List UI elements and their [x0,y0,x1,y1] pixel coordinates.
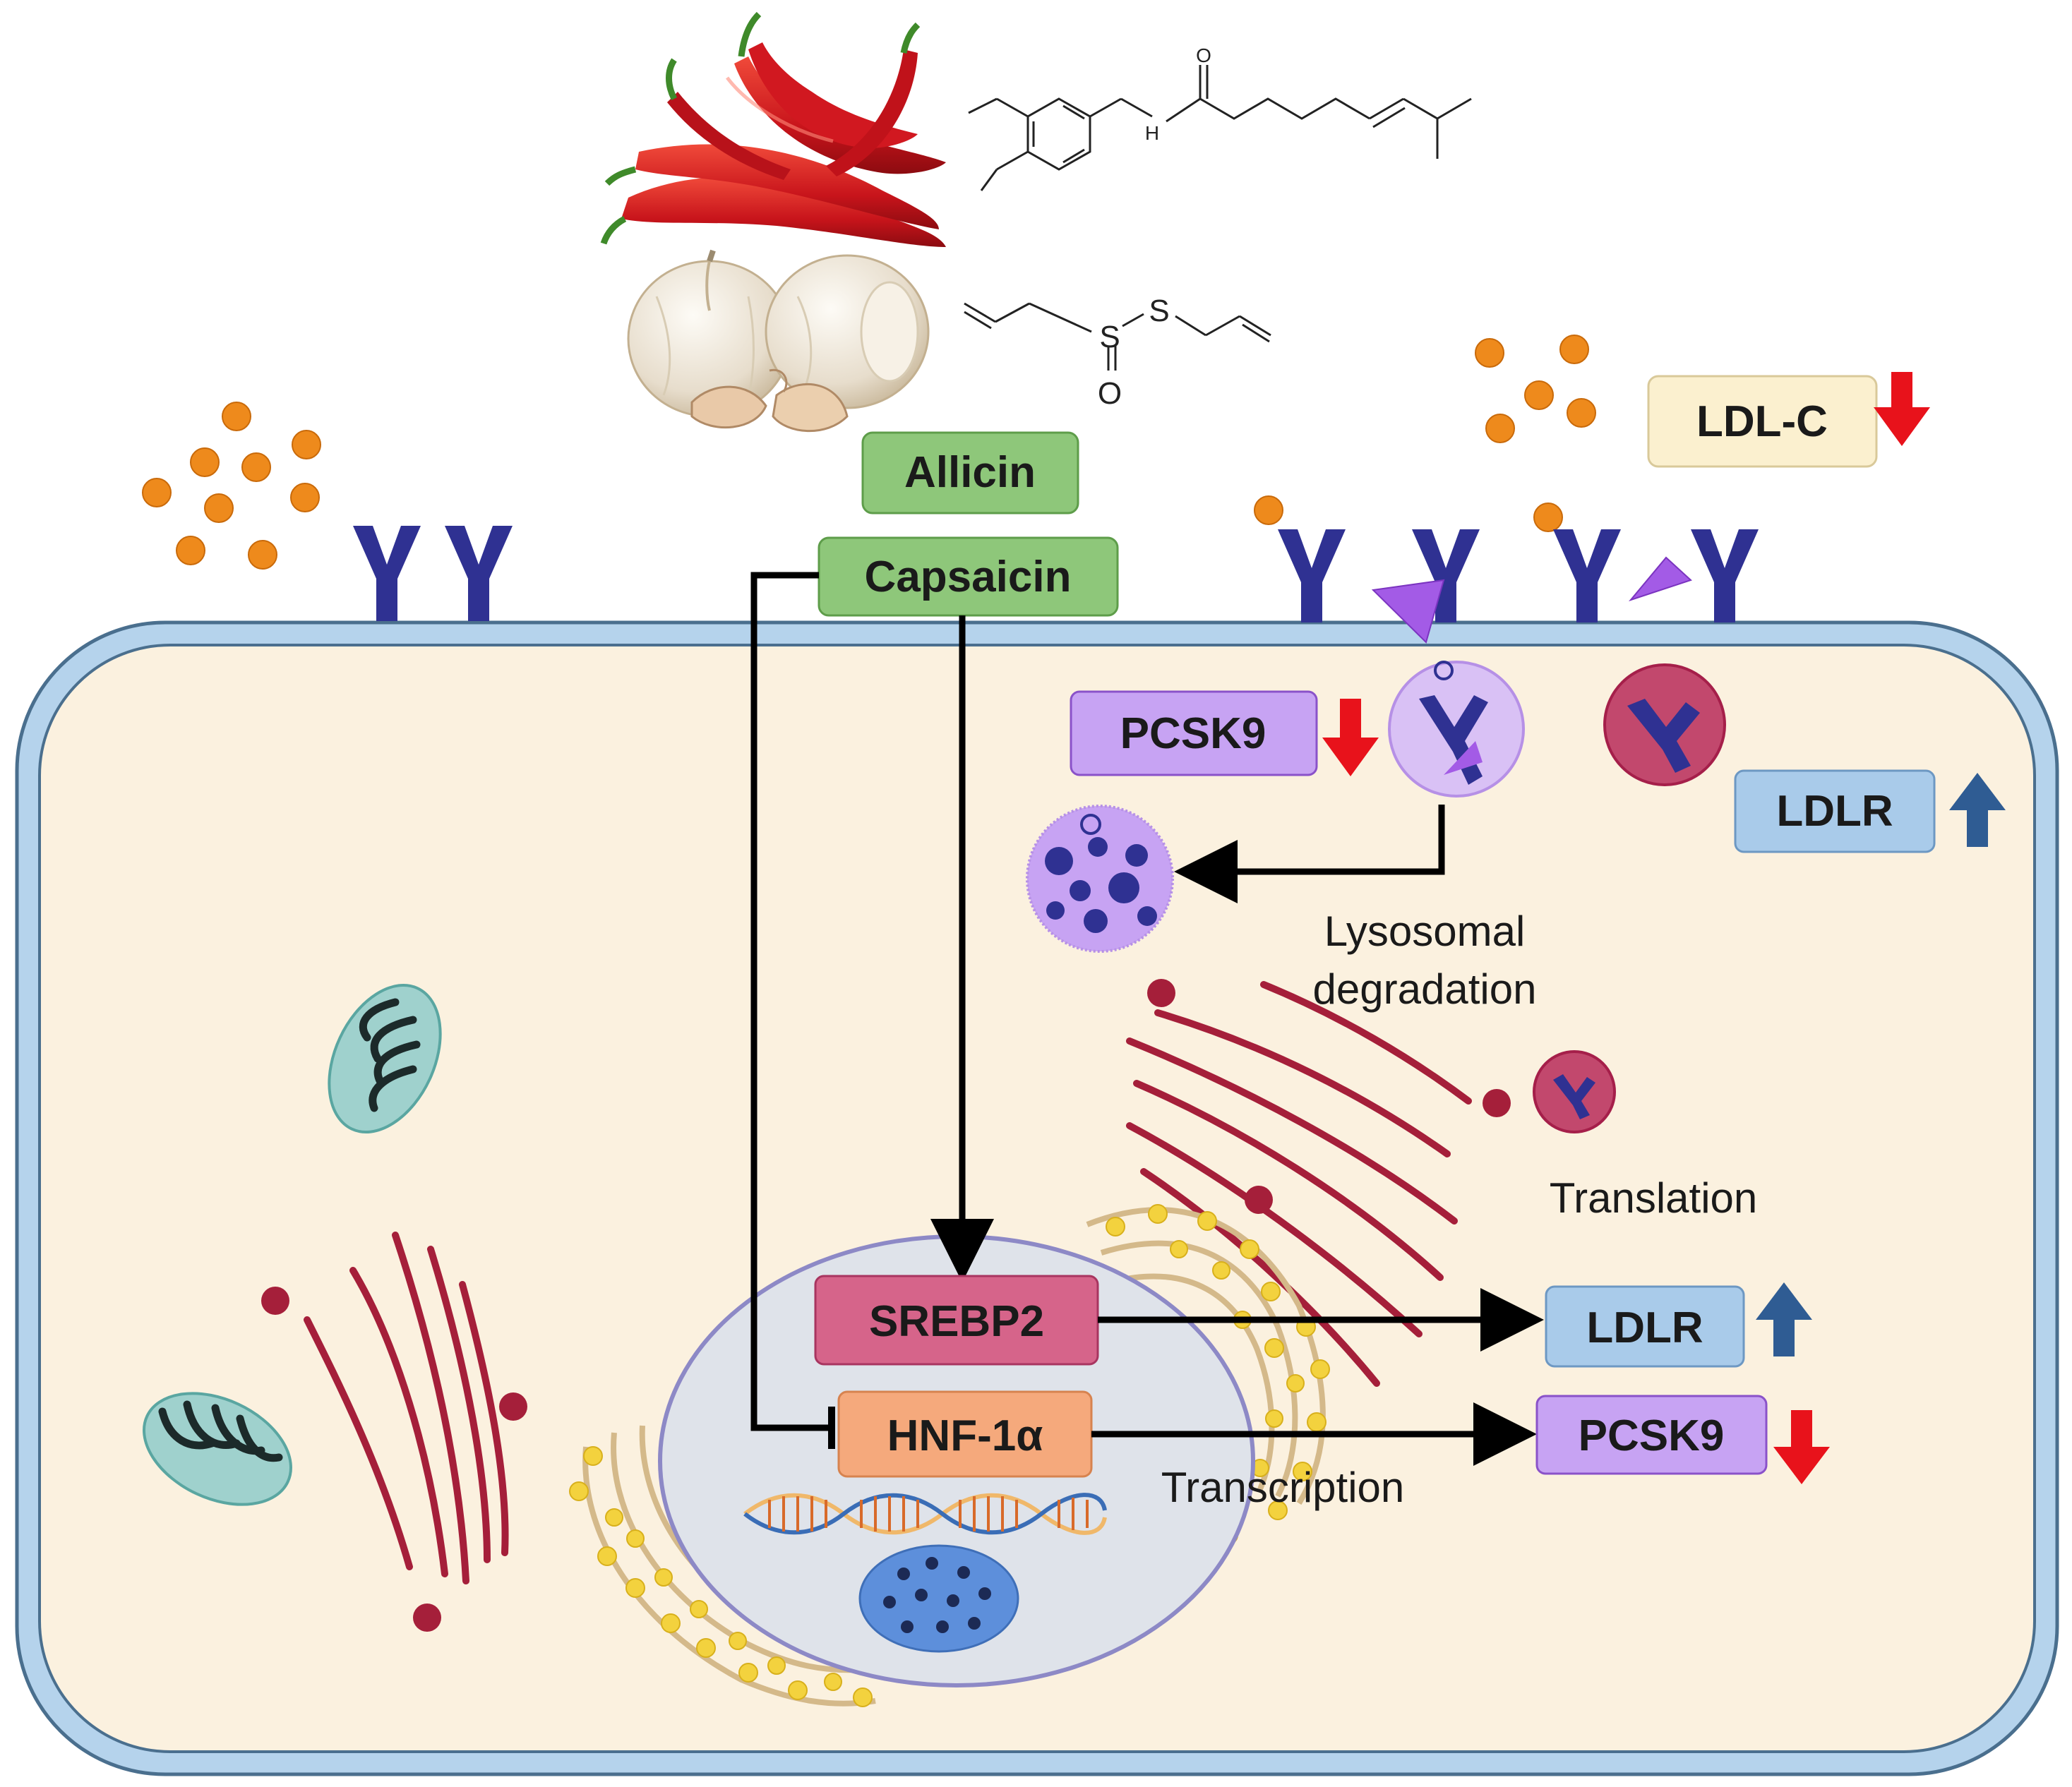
translation-label: Translation [1550,1174,1758,1222]
ldl-particle-icon [204,493,234,523]
lysosomal-label-line1: Lysosomal [1324,908,1526,955]
allicin-structure [964,302,1271,371]
ldl-particle-icon [222,402,251,431]
pcsk9-top-label: PCSK9 [1120,709,1266,758]
capsaicin-label: Capsaicin [865,553,1072,601]
ldl-receptor-y-icon [1412,529,1480,622]
red-chili-pepper-icon [600,11,946,247]
cell-cytoplasm [38,644,2036,1753]
ldl-receptor-y-icon [1553,529,1621,622]
ldl-receptor-y-icon [1553,1074,1595,1119]
capsaicin-inhibits-hnf1a-line [750,572,830,1431]
allicin-label: Allicin [904,448,1036,497]
ribosomes-right [1147,979,1511,1214]
ldl-c-box [1647,375,1878,468]
pcsk9-top-box [1070,690,1318,776]
ldlr-bottom-label: LDLR [1586,1304,1703,1352]
ldl-particle-icon [241,452,271,482]
ldl-receptor-y-icon [445,526,513,621]
mitochondrion-top [328,984,442,1133]
pcsk9-triangle-icon [1628,556,1692,602]
ldl-particle-icon [142,478,172,507]
membrane-receptors [353,526,1759,622]
pcsk9-bound-triangles [1371,556,1692,644]
degradation-arrow [1174,805,1445,903]
ldl-particle-icon [290,483,320,512]
capsaicin-structure [968,65,1472,191]
ribosomes-left [261,1287,527,1632]
allicin-o-label: O [1098,376,1122,411]
ldl-particle-icon [1475,338,1504,368]
pcsk9-bottom-label: PCSK9 [1579,1412,1725,1460]
red-down-arrow-icon [1773,1410,1830,1484]
capsaicin-nh-label: H [1145,122,1159,144]
srebp2-label: SREBP2 [869,1297,1044,1346]
garlic-bulb-icon [627,249,930,433]
allicin-s1-label: S [1099,320,1120,354]
allicin-s2-label: S [1149,294,1169,328]
ldl-receptor-y-icon [1627,699,1700,773]
ldl-particle-icon [1559,335,1589,364]
ldl-receptor-y-icon [353,526,421,621]
pcsk9-bottom-box [1535,1395,1768,1475]
ldlr-top-label: LDLR [1776,787,1893,836]
ldl-particles-left [142,402,321,570]
dna-helix-icon [743,1493,1107,1535]
pcsk9-triangle-icon [1371,579,1445,644]
ldl-particle-icon [190,447,220,477]
cell [15,620,2059,1776]
rough-er-left [304,1232,509,1584]
ldl-particle-icon [176,536,205,565]
capsaicin-o-label: O [1196,44,1211,66]
ldl-particle-icon [248,540,277,570]
ldl-particle-icon [292,430,321,459]
translation-vesicle [1533,1050,1616,1133]
transcription-label: Transcription [1161,1464,1405,1511]
mitochondrion-bottom [143,1392,292,1506]
lysosome [1026,805,1174,953]
ldl-particle-icon [1524,380,1554,410]
ldlr-top-box [1734,769,1936,853]
pcsk9-triangle-icon [1444,741,1483,775]
ldl-receptor-y-icon [1691,529,1759,622]
ldl-particle-icon [1485,414,1515,443]
ldl-particle-icon [1254,495,1283,525]
ldl-c-label: LDL-C [1696,397,1828,446]
recycling-vesicle [1603,663,1726,786]
red-down-arrow-icon [1322,699,1379,776]
allicin-box [861,431,1079,515]
ldl-receptor-y-icon [1278,529,1346,622]
lysosomal-label-line2: degradation [1313,965,1537,1013]
ldl-particle-icon [1567,398,1596,428]
rough-er-right [1126,981,1472,1387]
ldl-particles-right [1254,335,1596,532]
red-down-arrow-icon [1874,372,1930,446]
blue-up-arrow-icon [1756,1282,1812,1356]
ldl-particle-icon [1533,503,1563,532]
blue-up-arrow-icon [1949,773,2006,847]
nucleolus [858,1544,1019,1653]
endosome [1388,661,1525,798]
ldlr-bottom-box [1545,1285,1745,1368]
hnf1a-label: HNF-1α [887,1412,1043,1460]
